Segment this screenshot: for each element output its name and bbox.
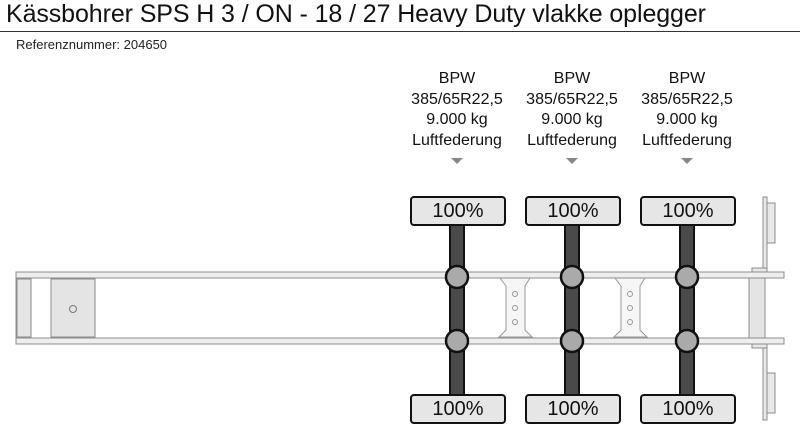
rear-block xyxy=(748,277,766,339)
axle-info-1: BPW 385/65R22,5 9.000 kg Luftfederung xyxy=(397,69,517,151)
axle-load: 9.000 kg xyxy=(541,111,603,128)
front-end-block xyxy=(16,278,32,338)
axle-2 xyxy=(559,221,585,397)
axle-brand: BPW xyxy=(438,70,476,87)
axle-suspension: Luftfederung xyxy=(642,131,732,149)
tire-condition-bottom-axle-2: 100% xyxy=(525,394,621,424)
axle-suspension: Luftfederung xyxy=(412,131,502,149)
kingpin-icon xyxy=(69,305,77,313)
triangle-down-icon xyxy=(451,158,463,164)
axle-3 xyxy=(674,221,700,397)
top-rail xyxy=(15,271,785,279)
triangle-down-icon xyxy=(681,158,693,164)
tire-condition-bottom-axle-3: 100% xyxy=(640,394,736,424)
axle-suspension: Luftfederung xyxy=(527,131,617,149)
axle-load: 9.000 kg xyxy=(426,111,488,128)
tire-condition-top-axle-2: 100% xyxy=(525,196,621,226)
frame-inner xyxy=(15,277,757,339)
cross-member-2 xyxy=(612,277,649,338)
tire-condition-top-axle-1: 100% xyxy=(410,196,506,226)
reference-number: Referenznummer: 204650 xyxy=(16,37,168,52)
axle-info-2: BPW 385/65R22,5 9.000 kg Luftfederung xyxy=(512,69,632,151)
axle-brand: BPW xyxy=(668,70,706,87)
axle-brand: BPW xyxy=(553,70,591,87)
page-title: Kässbohrer SPS H 3 / ON - 18 / 27 Heavy … xyxy=(6,0,706,28)
axle-tire-size: 385/65R22,5 xyxy=(526,90,618,108)
kingpin-plate xyxy=(50,278,96,338)
axle-tire-size: 385/65R22,5 xyxy=(641,90,733,108)
tire-condition-bottom-axle-1: 100% xyxy=(410,394,506,424)
title-divider xyxy=(0,31,800,32)
triangle-down-icon xyxy=(566,158,578,164)
cross-member-1 xyxy=(497,277,534,338)
axle-1 xyxy=(444,221,470,397)
axle-info-3: BPW 385/65R22,5 9.000 kg Luftfederung xyxy=(627,69,747,151)
tire-condition-top-axle-3: 100% xyxy=(640,196,736,226)
axle-tire-size: 385/65R22,5 xyxy=(411,90,503,108)
bottom-rail xyxy=(15,337,785,345)
axle-load: 9.000 kg xyxy=(656,111,718,128)
rear-bumper xyxy=(751,196,776,421)
